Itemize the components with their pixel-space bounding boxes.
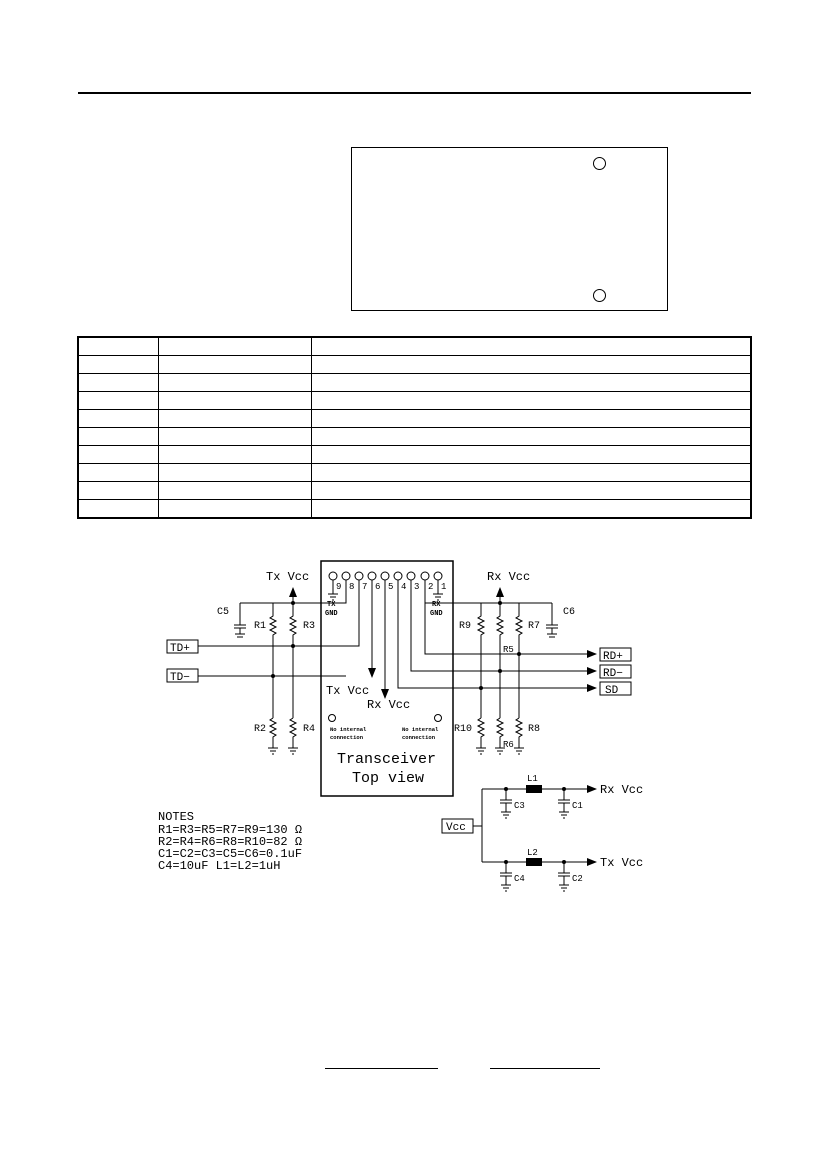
td-plus-box bbox=[166, 639, 199, 654]
c6-label: C6 bbox=[563, 607, 575, 618]
r10-label: R10 bbox=[454, 724, 472, 735]
tx-supply-wiring bbox=[198, 580, 360, 755]
mounting-hole-top bbox=[593, 157, 606, 170]
rx-gnd-label: RX bbox=[432, 601, 441, 609]
rd-minus-label: RD− bbox=[603, 668, 623, 680]
pin-description-table bbox=[77, 336, 752, 519]
inductor-l1 bbox=[526, 785, 542, 793]
table-row bbox=[77, 409, 752, 428]
module-vcc-wiring bbox=[368, 580, 389, 699]
table-row bbox=[77, 481, 752, 500]
table-row bbox=[77, 499, 752, 519]
r5-label: R5 bbox=[503, 645, 514, 655]
pin-row bbox=[328, 571, 443, 581]
rx-supply-wiring bbox=[397, 580, 597, 755]
l1-label: L1 bbox=[527, 774, 538, 784]
table-cell bbox=[310, 481, 752, 500]
notes-title: NOTES bbox=[158, 810, 194, 824]
pin-numbers: 9 8 7 6 5 4 3 2 1 bbox=[336, 582, 446, 592]
r3-label: R3 bbox=[303, 621, 315, 632]
rx-vcc-label: Rx Vcc bbox=[487, 570, 530, 584]
module-outline-drawing bbox=[351, 147, 668, 311]
rd-minus-box bbox=[599, 664, 632, 679]
module-rx-vcc-label: Rx Vcc bbox=[367, 698, 410, 712]
c2-label: C2 bbox=[572, 874, 583, 884]
sd-box bbox=[599, 681, 632, 696]
module-tx-vcc-label: Tx Vcc bbox=[326, 684, 369, 698]
r9-label: R9 bbox=[459, 621, 471, 632]
no-connection-left-label: No internal bbox=[330, 726, 367, 733]
table-row bbox=[77, 445, 752, 464]
r7-label: R7 bbox=[528, 621, 540, 632]
notes-line-4: C4=10uF L1=L2=1uH bbox=[158, 859, 280, 873]
c1-label: C1 bbox=[572, 801, 583, 811]
pin-number-1: 1 bbox=[441, 582, 446, 592]
pin-number-9: 9 bbox=[336, 582, 341, 592]
mounting-hole-bottom bbox=[593, 289, 606, 302]
notes-block: NOTES R1=R3=R5=R7=R9=130 Ω R2=R4=R6=R8=R… bbox=[158, 810, 302, 873]
c3-label: C3 bbox=[514, 801, 525, 811]
r6-label: R6 bbox=[503, 740, 514, 750]
pin-ground-symbols bbox=[328, 580, 443, 601]
tx-gnd-label: TX bbox=[327, 601, 336, 609]
r1-label: R1 bbox=[254, 621, 266, 632]
no-connection-left-label-2: connection bbox=[330, 734, 363, 741]
r2-label: R2 bbox=[254, 724, 266, 735]
tx-gnd-label-2: GND bbox=[325, 610, 338, 618]
td-minus-box bbox=[166, 668, 199, 683]
c5-label: C5 bbox=[217, 607, 229, 618]
table-cell bbox=[310, 499, 752, 519]
transceiver-body bbox=[320, 560, 454, 797]
vcc-label: Vcc bbox=[446, 822, 466, 834]
power-filter-wiring bbox=[473, 789, 596, 892]
pin-number-6: 6 bbox=[375, 582, 380, 592]
rd-plus-label: RD+ bbox=[603, 651, 623, 663]
pin-number-7: 7 bbox=[362, 582, 367, 592]
filter-rx-vcc-label: Rx Vcc bbox=[600, 783, 643, 797]
tx-vcc-label: Tx Vcc bbox=[266, 570, 309, 584]
r8-label: R8 bbox=[528, 724, 540, 735]
notes-line-1: R1=R3=R5=R7=R9=130 Ω bbox=[158, 823, 302, 837]
module-title: Transceiver bbox=[337, 751, 436, 768]
pin-number-4: 4 bbox=[401, 582, 406, 592]
no-connection-right-label-2: connection bbox=[402, 734, 435, 741]
sd-label: SD bbox=[605, 685, 619, 697]
l2-label: L2 bbox=[527, 848, 538, 858]
td-plus-label: TD+ bbox=[170, 643, 190, 655]
no-connection-right-label: No internal bbox=[402, 726, 439, 733]
notes-line-2: R2=R4=R6=R8=R10=82 Ω bbox=[158, 835, 302, 849]
rx-gnd-label-2: GND bbox=[430, 610, 443, 618]
signature-line-left bbox=[325, 1068, 438, 1069]
r4-label: R4 bbox=[303, 724, 315, 735]
notes-line-3: C1=C2=C3=C5=C6=0.1uF bbox=[158, 847, 302, 861]
header-rule bbox=[78, 92, 751, 94]
signature-line-right bbox=[490, 1068, 600, 1069]
table-row bbox=[77, 463, 752, 482]
module-subtitle: Top view bbox=[352, 770, 424, 787]
c4-label: C4 bbox=[514, 874, 525, 884]
pin-number-5: 5 bbox=[388, 582, 393, 592]
pin-number-2: 2 bbox=[428, 582, 433, 592]
inductor-l2 bbox=[526, 858, 542, 866]
td-minus-label: TD− bbox=[170, 672, 190, 684]
pin-number-3: 3 bbox=[414, 582, 419, 592]
pin-number-8: 8 bbox=[349, 582, 354, 592]
rd-plus-box bbox=[599, 647, 632, 662]
filter-tx-vcc-label: Tx Vcc bbox=[600, 856, 643, 870]
